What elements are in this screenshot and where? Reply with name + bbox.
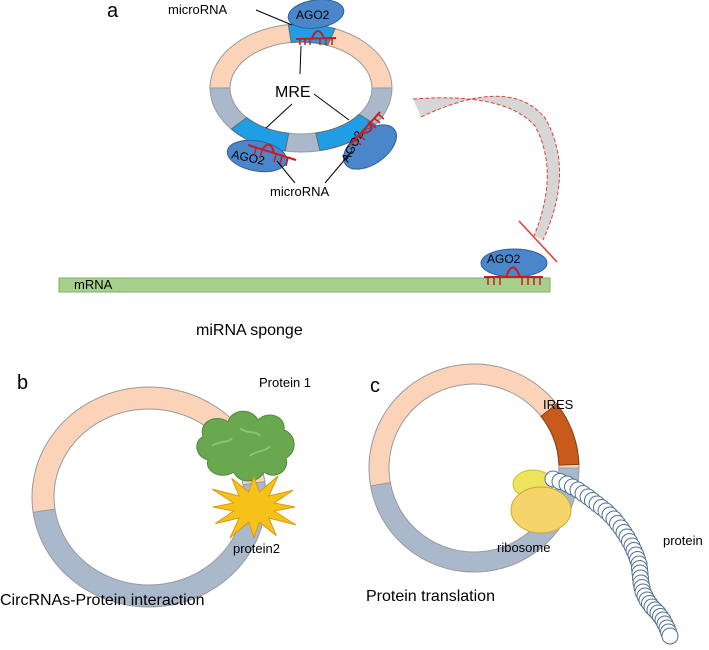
ribosome (510, 469, 572, 534)
mirna-pairs-top (299, 38, 333, 45)
microrna-leader-bottom-right (324, 150, 353, 184)
mrna-bar (58, 277, 551, 293)
ago2-complex-top: AGO2 (287, 0, 345, 45)
mre-leader-right (313, 93, 350, 121)
mirna-loop-top (311, 30, 325, 39)
ring-b-steel-segment (32, 481, 267, 608)
mirna-pairs-bottom-right (354, 113, 385, 146)
panel-b-letter: b (17, 372, 28, 394)
mrna-label: mRNA (74, 277, 113, 292)
inhibition-bar (518, 220, 558, 263)
microrna-leader-bottom-left (276, 160, 296, 184)
ires-segment (540, 403, 580, 466)
mirna-pairs-bottom-left (253, 147, 289, 167)
mirna-strand-bottom-left (247, 144, 297, 161)
mre-leader-left (265, 103, 293, 129)
mirna-strand-bottom-right (349, 111, 381, 146)
protein1-label: Protein 1 (259, 375, 311, 390)
microrna-label-bottom: microRNA (270, 184, 330, 199)
protein1-shape (196, 410, 295, 482)
protein2-shape (211, 474, 297, 540)
ago2-complex-bottom-left: AGO2 (226, 139, 297, 173)
sponge-arc-outline (412, 95, 560, 241)
ago2-complex-bottom-right: AGO2 (338, 111, 397, 170)
panel-a-letter: a (107, 0, 119, 22)
ribosome-large-subunit (510, 486, 572, 534)
protein2-label: protein2 (233, 541, 280, 556)
panel-a-caption: miRNA sponge (196, 322, 303, 339)
mre-leader-lines (265, 45, 350, 129)
protein-label: protein (663, 533, 703, 548)
mre-leader-top (299, 45, 302, 75)
mirna-loop-bottom-right (361, 121, 373, 134)
ring-c-steel-segment (370, 467, 580, 573)
mirna-strand-top (295, 37, 337, 40)
mre-label: MRE (275, 84, 311, 101)
sponge-arc-fill (413, 96, 560, 240)
panel-c-letter: c (370, 375, 380, 397)
mirna-loop-bottom-left (261, 143, 275, 154)
microrna-leader-top (255, 9, 293, 26)
panel-c-caption: Protein translation (366, 588, 495, 605)
ago2-label-top: AGO2 (296, 8, 330, 22)
panel-a: a MRE AGO2 microRNA AGO2 (58, 0, 560, 339)
panel-c: c IRES ribosome protein Protein translat… (366, 363, 703, 645)
mirna-pairs-mrna (487, 277, 541, 285)
panel-b: b Protein 1 protein2 CircRNAs-Protein in… (0, 372, 311, 609)
ago2-label-bottom-left: AGO2 (230, 147, 266, 168)
ribosome-label: ribosome (497, 540, 550, 555)
amino-acid-bead (661, 627, 679, 645)
ago2-complex-mrna: AGO2 (480, 248, 548, 285)
ires-label: IRES (543, 397, 574, 412)
microrna-label-top: microRNA (168, 2, 228, 17)
ago2-protein-top (287, 0, 345, 29)
panel-b-caption: CircRNAs-Protein interaction (0, 592, 205, 609)
mirna-loop-mrna (505, 266, 521, 278)
ago2-label-mrna: AGO2 (487, 252, 521, 266)
sponge-inhibition-arrow (412, 95, 560, 263)
protein1-highlight (211, 427, 271, 457)
microrna-leaders-bottom (276, 150, 353, 184)
protein-chain (544, 470, 679, 645)
